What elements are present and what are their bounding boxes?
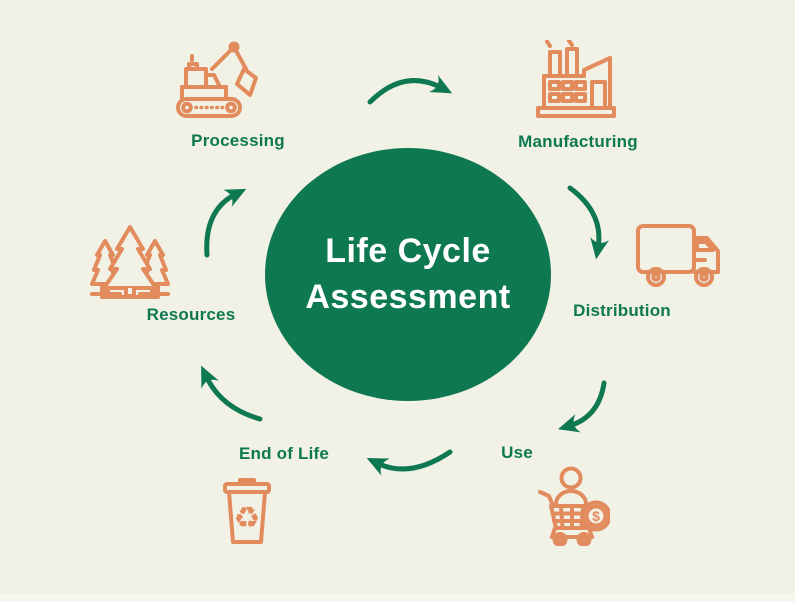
arrow-use-to-endoflife-icon	[366, 449, 453, 476]
diagram-title-line2: Assessment	[305, 277, 511, 316]
stage-label-use: Use	[501, 443, 533, 462]
stage-label-end-of-life: End of Life	[238, 444, 330, 463]
stage-label-resources: Resources	[146, 305, 236, 324]
dollar-coin-symbol: $	[592, 508, 600, 524]
diagram-title-line1: Life Cycle	[325, 231, 491, 270]
arrow-manufacturing-to-distribution-icon	[567, 185, 610, 260]
factory-icon	[536, 40, 616, 118]
shopping-cart-icon: $	[538, 466, 610, 546]
recycle-bin-icon: ♻	[223, 478, 271, 544]
arrow-processing-to-manufacturing-icon	[367, 75, 453, 105]
stage-label-distribution: Distribution	[573, 301, 671, 320]
recycle-symbol: ♻	[234, 501, 261, 536]
trees-icon	[90, 225, 170, 299]
center-circle: Life Cycle Assessment	[265, 148, 551, 401]
arrow-resources-to-processing-icon	[204, 188, 247, 258]
stage-label-processing: Processing	[191, 131, 285, 150]
bottom-edge-strip	[0, 594, 795, 602]
stage-label-manufacturing: Manufacturing	[518, 132, 638, 151]
arrow-endoflife-to-resources-icon	[201, 365, 263, 422]
arrow-distribution-to-use-icon	[557, 380, 607, 433]
truck-icon	[636, 224, 720, 287]
excavator-icon	[176, 41, 258, 118]
